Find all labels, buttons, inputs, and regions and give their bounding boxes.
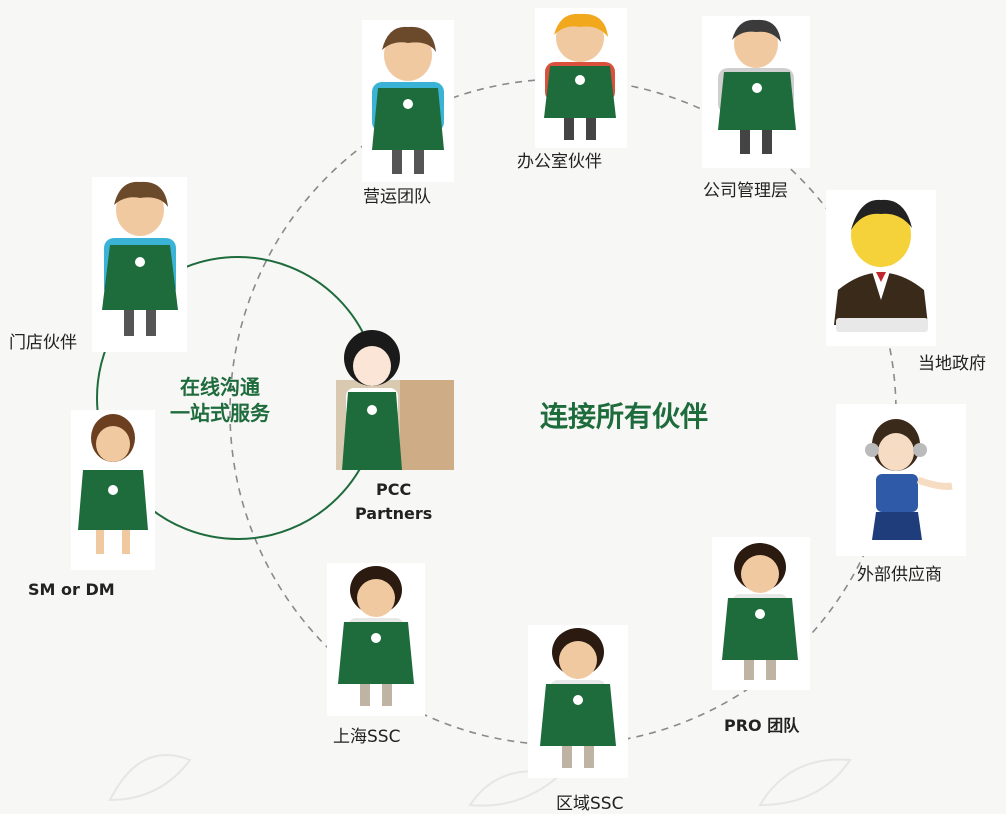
label-gov: 当地政府 — [918, 354, 986, 374]
hub-text: 在线沟通 一站式服务 — [170, 374, 270, 426]
label-regional: 区域SSC — [556, 794, 624, 814]
label-pro: PRO 团队 — [724, 716, 800, 735]
label-vendor: 外部供应商 — [857, 565, 942, 585]
pcc-label-line2: Partners — [355, 504, 433, 523]
hub-line1: 在线沟通 — [180, 375, 260, 399]
label-store: 门店伙伴 — [9, 333, 77, 353]
shanghai-ssc-figure — [338, 566, 414, 706]
pcc-label-line1: PCC — [376, 480, 412, 499]
label-office: 办公室伙伴 — [517, 152, 602, 172]
ops-team-figure — [372, 26, 444, 174]
regional-ssc-figure — [540, 628, 616, 768]
center-title: 连接所有伙伴 — [540, 400, 709, 433]
store-partner-figure — [102, 181, 178, 336]
sm-dm-figure — [78, 414, 148, 554]
label-mgmt: 公司管理层 — [703, 181, 788, 201]
management-figure — [718, 19, 796, 154]
label-ops: 营运团队 — [363, 187, 431, 207]
government-figure — [834, 199, 928, 332]
office-partner-figure — [544, 13, 616, 140]
label-sm-dm: SM or DM — [28, 580, 115, 599]
pcc-photo-bg — [400, 380, 454, 470]
pcc-partner-figure — [342, 330, 402, 470]
pro-team-figure — [722, 543, 798, 680]
label-shanghai: 上海SSC — [333, 727, 401, 747]
vendor-figure — [865, 419, 953, 540]
leaf-decoration — [108, 754, 852, 807]
hub-line2: 一站式服务 — [170, 401, 270, 425]
